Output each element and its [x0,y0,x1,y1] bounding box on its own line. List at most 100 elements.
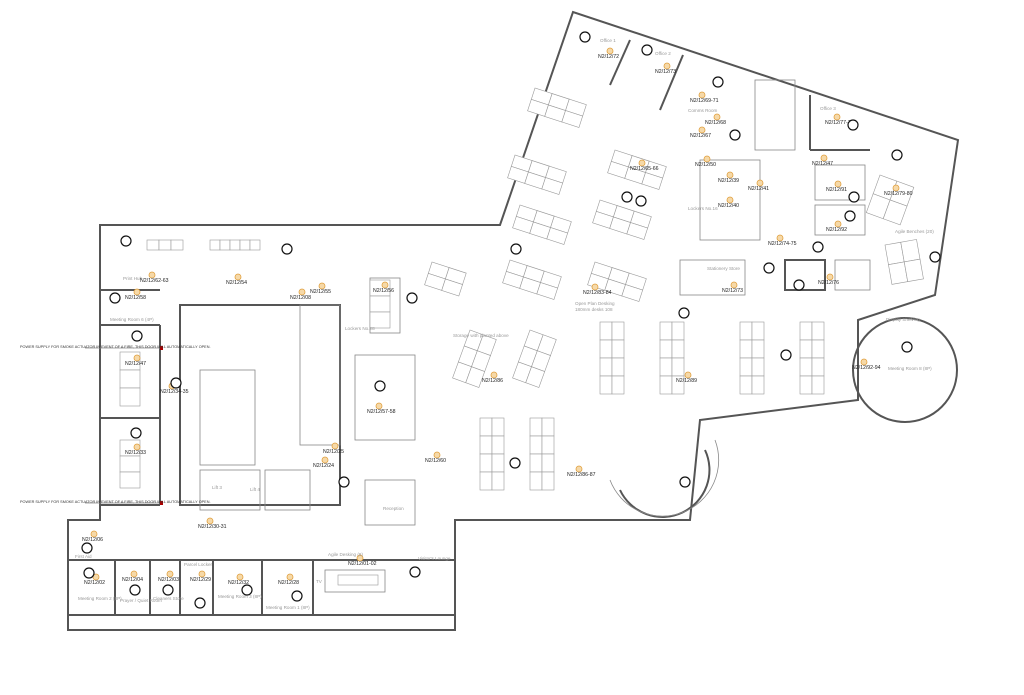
light-fitting-marker [298,288,306,296]
light-fitting-marker [726,196,734,204]
equipment-tags [81,31,941,609]
room-label: Meeting Room 2 (8P) [78,596,122,601]
desk-cluster [529,417,555,491]
circuit-ref-label: N2/12/34-35 [160,389,189,395]
room-label: 180mm desks 108 [575,307,613,312]
equipment-tag-icon [848,191,860,203]
circuit-ref-label: N2/12/65-66 [630,166,659,172]
desk [541,435,555,455]
light-fitting-marker [834,180,842,188]
circuit-ref-label: N2/12/74-75 [768,241,797,247]
circuit-ref-label: N2/12/03 [158,577,179,583]
desk-cluster [502,259,562,300]
circuit-ref-label: N2/12/58 [125,295,146,301]
desk [479,471,493,491]
equipment-tag-icon [641,44,653,56]
circuit-ref-label: N2/12/02 [84,580,105,586]
circuit-ref-label: N2/12/77-78 [825,120,854,126]
circuit-ref-label: N2/12/55 [310,289,331,295]
desk [491,417,505,437]
light-fitting-marker [356,554,364,562]
circuit-ref-label: N2/12/04 [122,577,143,583]
smoke-actuator-note: POWER SUPPLY FOR SMOKE ACTUATOR IN EVENT… [20,500,211,504]
equipment-tag-icon [729,129,741,141]
circuit-ref-label: N2/12/01-02 [348,561,377,567]
equipment-tag-icon [170,377,182,389]
desk [882,199,908,226]
circuit-ref-label: N2/12/89 [676,378,697,384]
desk [799,321,813,341]
desk [671,339,685,359]
light-fitting-marker [606,47,614,55]
desk-cluster [146,239,184,251]
desk [219,239,231,251]
desk-cluster [587,261,647,302]
desk [541,471,555,491]
light-fitting-marker [698,126,706,134]
desk [599,357,613,377]
desk [739,375,753,395]
desk [529,471,543,491]
circuit-ref-label: N2/12/56 [373,288,394,294]
equipment-tag-icon [510,243,522,255]
desk [599,375,613,395]
light-fitting-marker [713,113,721,121]
room-label: Lift 4 [250,487,260,492]
desk-cluster [424,261,467,297]
light-fitting-marker [490,371,498,379]
equipment-tag-icon [679,476,691,488]
equipment-tag-icon [793,279,805,291]
light-fitting-marker [321,456,329,464]
light-fitting-marker [433,451,441,459]
light-fitting-marker [381,281,389,289]
room-label: Agile Benches (20) [895,229,934,234]
room-label: Storage with planted above [453,333,509,338]
equipment-tag-icon [131,330,143,342]
desk [546,227,569,245]
equipment-tag-icon [130,427,142,439]
building-outline [67,10,960,631]
equipment-tag-icon [281,243,293,255]
desk-cluster [865,174,915,226]
light-fitting-marker [833,113,841,121]
desk [529,453,543,473]
desk [369,295,391,313]
room-label: Agile Desking (8) [328,552,363,557]
light-fitting-marker [703,155,711,163]
equipment-tag-icon [901,341,913,353]
circuit-ref-label: N2/12/69-71 [690,98,719,104]
desk-cluster [512,204,572,245]
desk [903,258,924,282]
circuit-ref-label: N2/12/24 [313,463,334,469]
desk [249,239,261,251]
desk [369,311,391,329]
equipment-tag-icon [109,292,121,304]
light-fitting-marker [90,530,98,538]
desk [541,177,564,195]
equipment-tag-icon [120,235,132,247]
room-label: Meeting Room 3 (8P) [218,594,262,599]
equipment-tag-icon [81,542,93,554]
light-fitting-marker [826,273,834,281]
circuit-ref-label: N2/12/91 [826,187,847,193]
equipment-tag-icon [844,210,856,222]
equipment-tag-icon [83,567,95,579]
desk [146,239,160,251]
light-fitting-marker [166,570,174,578]
desk [811,375,825,395]
room-label: Print Hub [123,276,143,281]
light-fitting-marker [133,354,141,362]
desk [611,339,625,359]
desk-cluster [884,239,924,285]
desk [170,239,184,251]
room-label: Cleaners Store [153,596,184,601]
smoke-actuator-note: POWER SUPPLY FOR SMOKE ACTUATOR IN EVENT… [20,345,211,349]
core-walls [68,39,871,616]
desk [119,471,141,489]
equipment-tag-icon [509,457,521,469]
light-fitting-marker [663,62,671,70]
circuit-ref-label: N2/12/50 [695,162,716,168]
room-label: Display Shelving [886,317,920,322]
desk [739,357,753,377]
room-label: Meeting Room 8 (8P) [888,366,932,371]
